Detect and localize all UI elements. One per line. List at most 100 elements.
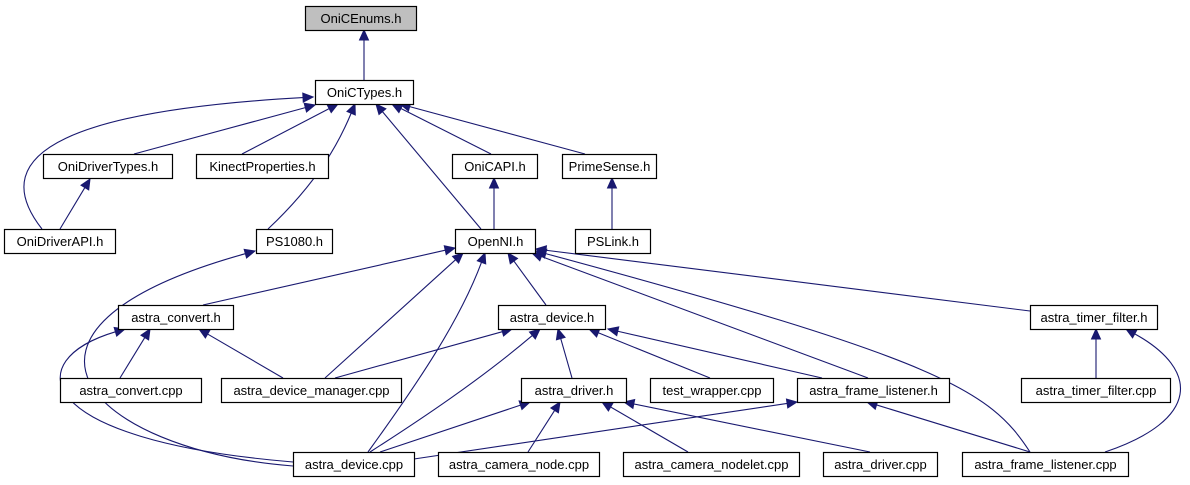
edge-astra_frame_listener_cpp-to-astra_frame_listener_h [865, 400, 1031, 453]
edge-astra_device_cpp-to-OpenNI [367, 251, 487, 453]
edge-line [527, 410, 556, 453]
node-label: OpenNI.h [468, 234, 524, 249]
node-astra-device-h[interactable]: astra_device.h [497, 304, 607, 331]
edge-astra_device_manager_cpp-to-OpenNI [324, 252, 464, 379]
node-onidrivertypes[interactable]: OniDriverTypes.h [42, 153, 174, 180]
node-openni[interactable]: OpenNI.h [454, 228, 537, 255]
arrowhead-icon [534, 245, 548, 256]
arrowhead-icon [451, 252, 464, 264]
node-astra-convert-h[interactable]: astra_convert.h [117, 304, 235, 331]
arrowhead-icon [549, 400, 561, 414]
node-astra-frame-listener-cpp[interactable]: astra_frame_listener.cpp [961, 451, 1130, 478]
node-astra-timer-filter-h[interactable]: astra_timer_filter.h [1029, 304, 1159, 331]
edge-line [379, 404, 521, 453]
arrowhead-icon [302, 92, 315, 103]
arrowhead-icon [606, 176, 618, 189]
edge-line [876, 404, 1031, 453]
edge-astra_timer_filter_cpp-to-astra_timer_filter_h [1090, 327, 1102, 378]
node-label: OniDriverAPI.h [17, 234, 104, 249]
edge-line [610, 406, 689, 453]
arrowhead-icon [785, 398, 799, 409]
node-label: astra_driver.cpp [834, 457, 927, 472]
node-astra-device-cpp[interactable]: astra_device.cpp [292, 451, 416, 478]
edge-line [334, 331, 503, 379]
edge-line [207, 333, 284, 379]
edge-line [545, 253, 1031, 453]
edge-line [413, 402, 788, 460]
arrowhead-icon [606, 326, 620, 337]
edge-line [202, 249, 446, 306]
edge-astra_device_cpp-to-astra_device_h [369, 328, 541, 453]
arrowhead-icon [555, 327, 566, 341]
node-box [649, 377, 775, 404]
node-astra-driver-cpp[interactable]: astra_driver.cpp [822, 451, 939, 478]
node-box [1029, 304, 1159, 331]
node-onictypes[interactable]: OniCTypes.h [314, 79, 415, 106]
node-box [292, 451, 416, 478]
node-box [561, 153, 658, 180]
node-label: astra_camera_node.cpp [449, 457, 589, 472]
node-astra-driver-h[interactable]: astra_driver.h [520, 377, 628, 404]
edge-test_wrapper_cpp-to-astra_device_h [587, 328, 711, 379]
edge-line [409, 106, 586, 155]
arrowhead-icon [375, 103, 387, 116]
node-label: astra_device.h [510, 310, 595, 325]
node-onicapi[interactable]: OniCAPI.h [451, 153, 539, 180]
arrowhead-icon [303, 102, 317, 113]
node-box [59, 377, 203, 404]
node-kinectproperties[interactable]: KinectProperties.h [195, 153, 330, 180]
node-pslink[interactable]: PSLink.h [574, 228, 652, 255]
node-box [454, 228, 537, 255]
arrowhead-icon [140, 327, 151, 341]
edge-astra_device_cpp-to-astra_driver_h [379, 400, 532, 453]
arrowhead-icon [346, 102, 356, 116]
node-astra-convert-cpp[interactable]: astra_convert.cpp [59, 377, 203, 404]
node-astra-camera-nodelet-cpp[interactable]: astra_camera_nodelet.cpp [622, 451, 801, 478]
node-label: PSLink.h [587, 234, 639, 249]
edge-astra_frame_listener_h-to-astra_device_h [606, 326, 823, 379]
arrowhead-icon [443, 245, 457, 256]
node-box [451, 153, 539, 180]
node-astra-frame-listener-h[interactable]: astra_frame_listener.h [796, 377, 951, 404]
arrowhead-icon [528, 328, 541, 340]
node-ps1080[interactable]: PS1080.h [255, 228, 334, 255]
node-label: astra_timer_filter.h [1041, 310, 1148, 325]
edge-astra_device_cpp-to-PS1080 [83, 248, 294, 467]
node-label: PrimeSense.h [569, 159, 651, 174]
node-primesense[interactable]: PrimeSense.h [561, 153, 658, 180]
edges-layer [23, 28, 1181, 467]
edge-OniCTypes-to-OniCEnums [358, 28, 370, 80]
edge-astra_driver_cpp-to-astra_driver_h [622, 398, 871, 453]
edge-line [560, 338, 573, 379]
node-box [520, 377, 628, 404]
edge-OpenNI-to-OniCTypes [375, 103, 482, 230]
edge-OniCAPI-to-OniCTypes [390, 103, 492, 155]
node-label: KinectProperties.h [209, 159, 315, 174]
node-box [796, 377, 951, 404]
node-box [220, 377, 403, 404]
node-onidriverapi[interactable]: OniDriverAPI.h [3, 228, 117, 255]
arrowhead-icon [197, 328, 211, 339]
edge-line [545, 249, 1031, 312]
node-label: PS1080.h [266, 234, 323, 249]
node-astra-device-manager-cpp[interactable]: astra_device_manager.cpp [220, 377, 403, 404]
node-label: OniCTypes.h [327, 85, 402, 100]
node-astra-camera-node-cpp[interactable]: astra_camera_node.cpp [437, 451, 601, 478]
node-box [3, 228, 117, 255]
node-test-wrapper-cpp[interactable]: test_wrapper.cpp [649, 377, 775, 404]
edge-line [1104, 333, 1181, 453]
edge-line [324, 259, 456, 379]
node-label: astra_driver.h [535, 383, 614, 398]
edge-line [541, 255, 869, 379]
arrowhead-icon [326, 103, 340, 114]
arrowhead-icon [488, 176, 500, 189]
arrowhead-icon [507, 252, 519, 265]
node-label: astra_frame_listener.cpp [974, 457, 1116, 472]
node-box [1020, 377, 1172, 404]
node-label: OniCAPI.h [464, 159, 525, 174]
node-astra-timer-filter-cpp[interactable]: astra_timer_filter.cpp [1020, 377, 1172, 404]
edge-OniDriverAPI-to-OniDriverTypes [59, 177, 91, 230]
node-box [622, 451, 801, 478]
